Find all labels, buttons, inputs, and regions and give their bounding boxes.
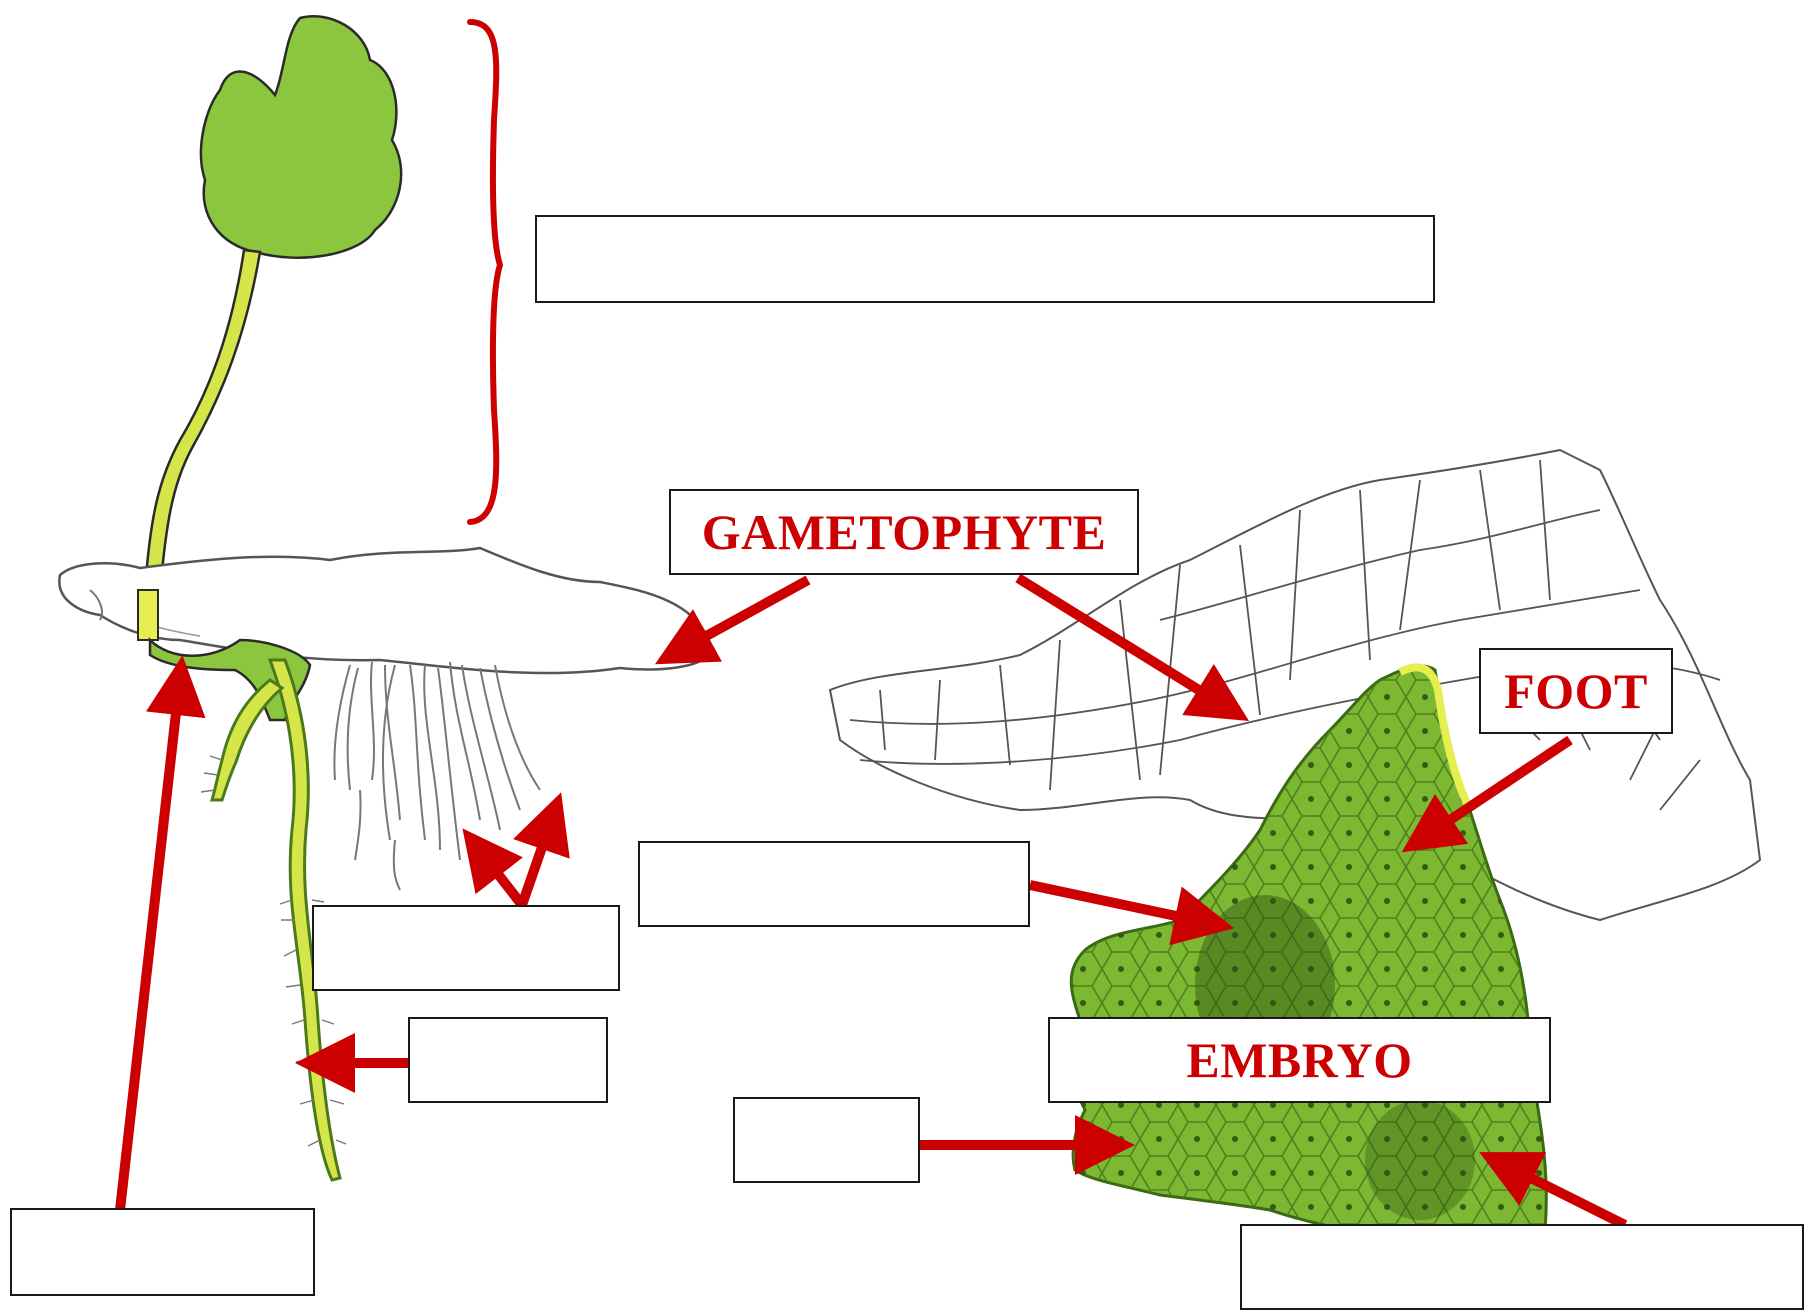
gametophyte-label-text: GAMETOPHYTE	[702, 503, 1107, 561]
arrow-stem-base	[120, 695, 178, 1210]
blank-root[interactable]	[408, 1017, 608, 1103]
rhizoids	[334, 662, 540, 890]
foot-label-text: FOOT	[1504, 662, 1648, 720]
blank-stem-base[interactable]	[10, 1208, 315, 1296]
embryo-label-text: EMBRYO	[1186, 1031, 1412, 1089]
embryo-label: EMBRYO	[1048, 1017, 1551, 1103]
first-leaf-frond	[201, 16, 401, 257]
arrow-rhizoid-a	[487, 860, 522, 905]
blank-cell-layer[interactable]	[733, 1097, 920, 1183]
gametophyte-label: GAMETOPHYTE	[669, 489, 1139, 575]
arrow-meristem	[1030, 885, 1195, 920]
lateral-root	[212, 680, 282, 800]
foot-label: FOOT	[1479, 648, 1673, 734]
blank-sporophyte-brace[interactable]	[535, 215, 1435, 303]
sporophyte-brace	[470, 22, 500, 522]
fern-sporophyte-illustration	[59, 16, 712, 1180]
arrow-gametophyte-left	[690, 580, 808, 645]
arrow-rhizoid-b	[522, 830, 548, 905]
blank-meristem[interactable]	[638, 841, 1030, 927]
blank-root-apex[interactable]	[1240, 1224, 1804, 1310]
leaf-petiole	[145, 250, 260, 592]
blank-rhizoids[interactable]	[312, 905, 620, 991]
